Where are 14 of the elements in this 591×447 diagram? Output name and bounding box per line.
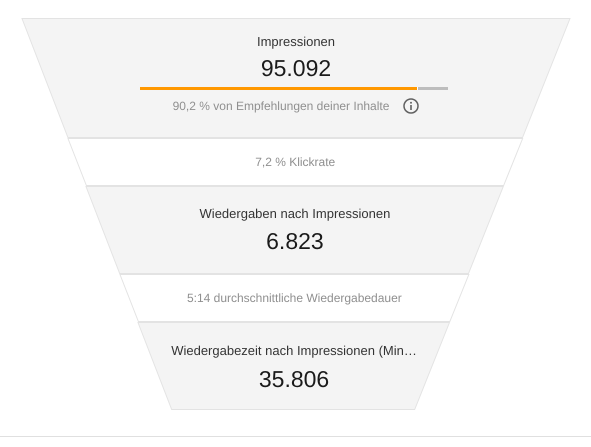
metric-value: 35.806: [258, 366, 330, 392]
funnel-stage: [68, 138, 523, 186]
funnel-stage: [86, 186, 504, 274]
metric-note: 5:14 durchschnittliche Wiedergabedauer: [186, 290, 402, 306]
funnel-stage: [138, 322, 450, 410]
metric-title: Wiedergabezeit nach Impressionen (Min…: [171, 343, 417, 359]
metric-value: 95.092: [260, 55, 332, 81]
metric-note: 90,2 % von Empfehlungen deiner Inhalte: [172, 98, 390, 114]
funnel-stage: [120, 274, 469, 322]
metric-title: Impressionen: [256, 34, 336, 50]
funnel-stage: [22, 18, 570, 138]
metric-value: 6.823: [266, 228, 324, 254]
metric-note: 7,2 % Klickrate: [255, 154, 336, 170]
metric-title: Wiedergaben nach Impressionen: [200, 206, 390, 222]
